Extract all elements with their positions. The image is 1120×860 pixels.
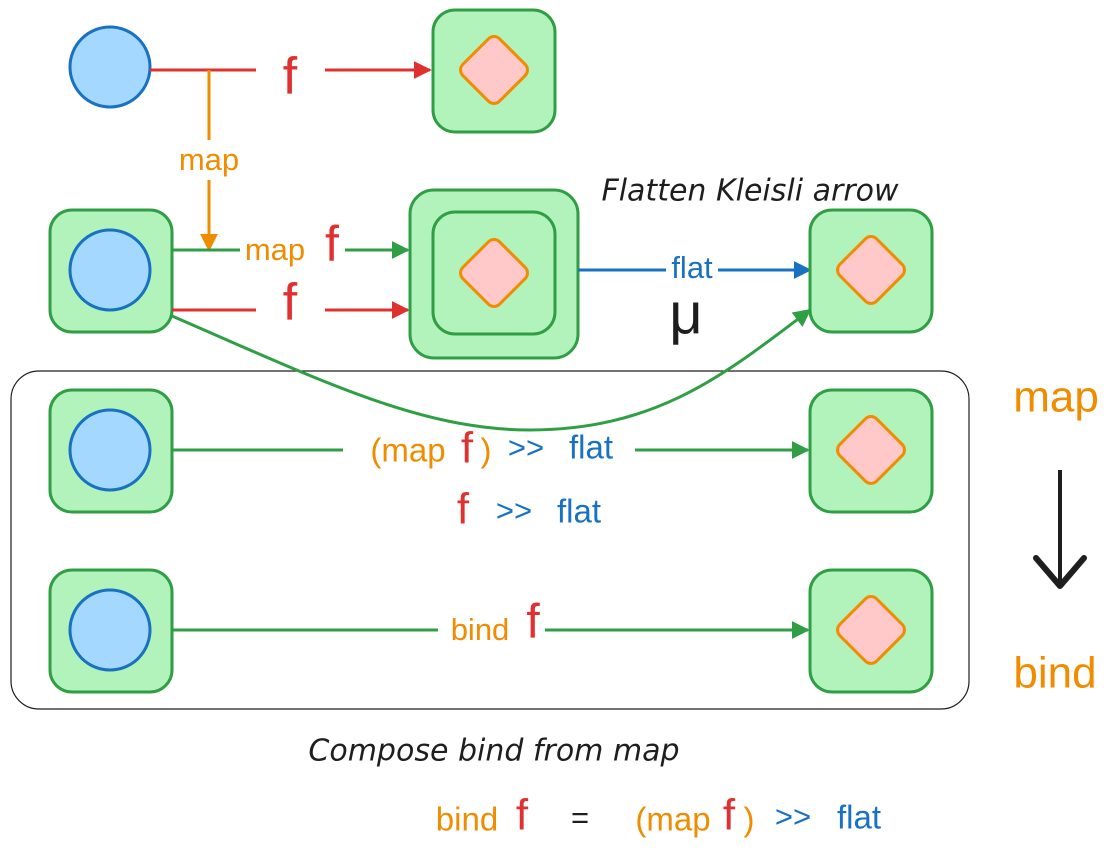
input-circle-row2 bbox=[68, 228, 152, 312]
formula-bind: bind bbox=[436, 801, 498, 838]
label-top-f: f bbox=[283, 48, 298, 106]
flattened-diamond bbox=[836, 235, 906, 305]
side-label-bind: bind bbox=[1013, 649, 1096, 698]
label-row3-f: f bbox=[461, 424, 474, 473]
formula-compose: >> bbox=[775, 799, 811, 834]
formula-f2: f bbox=[723, 791, 736, 840]
label-row3b-compose: >> bbox=[496, 493, 532, 528]
label-row3-open: (map bbox=[370, 432, 445, 469]
label-mu: μ bbox=[669, 281, 702, 346]
label-mid-f: f bbox=[283, 274, 298, 332]
label-map-down: map bbox=[179, 142, 239, 177]
label-flat: flat bbox=[671, 250, 713, 285]
label-row3-compose: >> bbox=[508, 430, 544, 465]
formula-flat: flat bbox=[837, 799, 881, 836]
result-diamond-row3 bbox=[836, 415, 906, 485]
label-mid-map-f: f bbox=[325, 216, 339, 272]
formula-close: ) bbox=[744, 801, 755, 838]
formula-eq: = bbox=[571, 800, 589, 835]
input-circle-row4 bbox=[68, 588, 152, 672]
result-diamond-row4 bbox=[836, 595, 906, 665]
side-arrow-head bbox=[1033, 555, 1087, 589]
label-row4-f: f bbox=[526, 596, 540, 649]
label-row3b-f: f bbox=[457, 485, 470, 534]
nested-diamond bbox=[459, 238, 529, 308]
label-row3b-flat: flat bbox=[557, 493, 601, 530]
compose-group-frame bbox=[10, 370, 970, 710]
label-row4-bind: bind bbox=[451, 612, 510, 647]
label-mid-map: map bbox=[245, 232, 305, 267]
formula-open: (map bbox=[635, 801, 710, 838]
formula-f1: f bbox=[516, 791, 529, 840]
side-label-map: map bbox=[1013, 373, 1099, 422]
label-row3-close: ) bbox=[481, 432, 492, 469]
label-row3-flat: flat bbox=[569, 429, 613, 466]
title-compose-bind: Compose bind from map bbox=[308, 734, 679, 769]
title-flatten-kleisli: Flatten Kleisli arrow bbox=[601, 174, 899, 209]
input-circle-row3 bbox=[68, 408, 152, 492]
result-diamond-top bbox=[459, 35, 529, 105]
input-value-node bbox=[68, 25, 152, 109]
curved-kleisli-arrow bbox=[171, 308, 812, 432]
